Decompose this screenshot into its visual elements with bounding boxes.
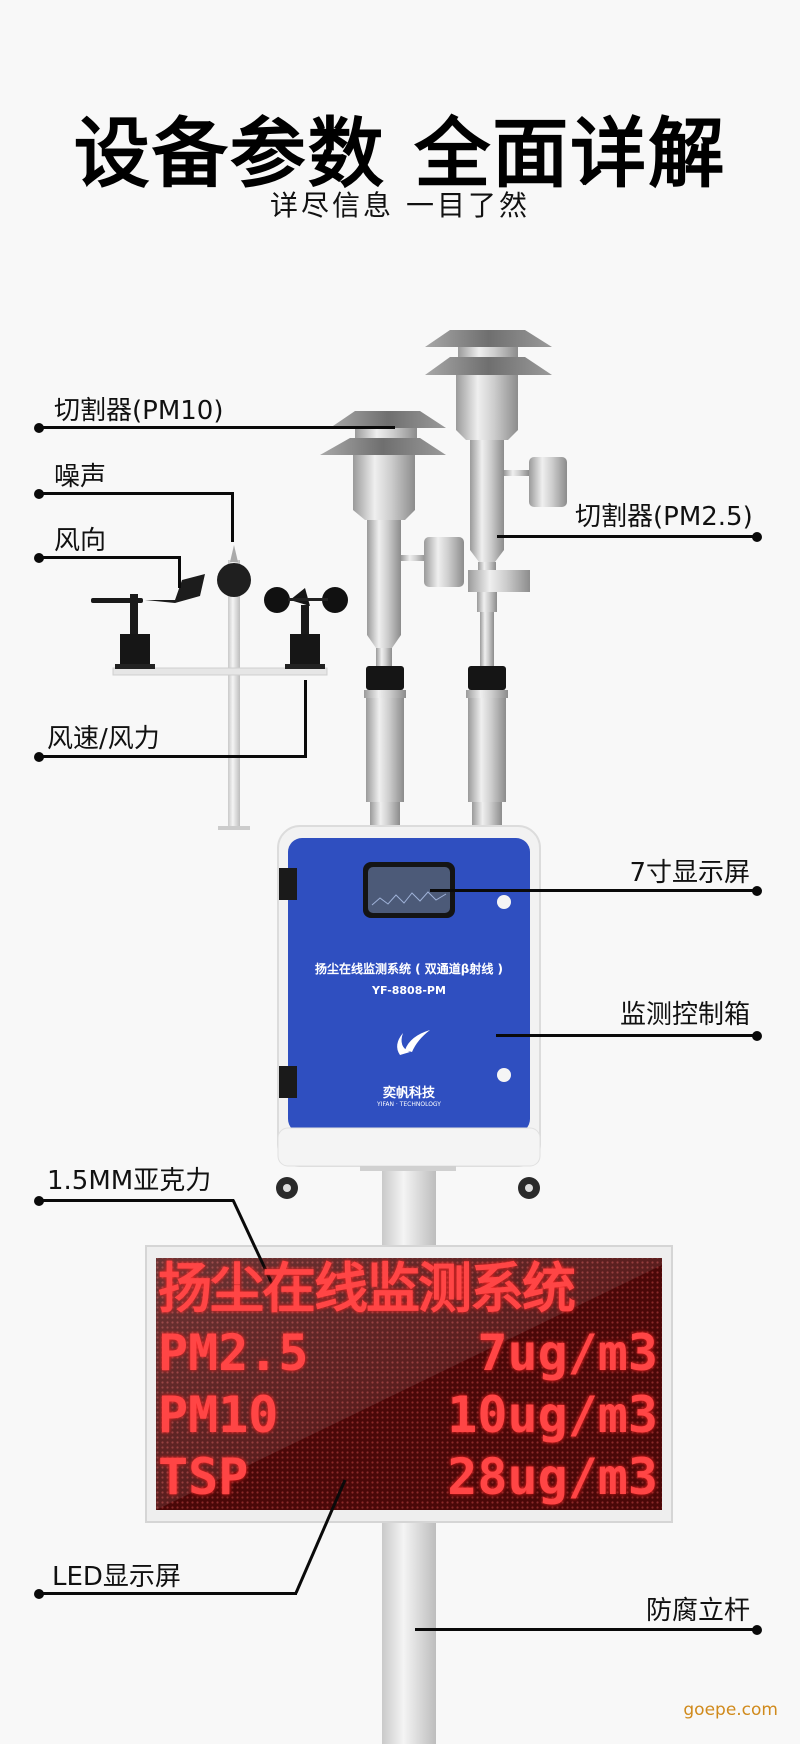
callout-acrylic: 1.5MM亚克力	[47, 1166, 212, 1196]
callout-pole: 防腐立杆	[645, 1596, 750, 1626]
led-row: PM2.5 7ug/m3	[158, 1322, 658, 1384]
led-row-value: 28ug/m3	[447, 1448, 658, 1506]
callout-led-display: LED显示屏	[52, 1562, 181, 1592]
led-display-panel	[145, 1245, 673, 1523]
callout-wind-speed: 风速/风力	[47, 724, 160, 754]
led-row-label: PM10	[158, 1386, 279, 1444]
led-row-label: PM2.5	[158, 1324, 309, 1382]
wind-vane	[91, 574, 205, 669]
led-row: TSP 28ug/m3	[158, 1446, 658, 1508]
noise-sensor	[217, 545, 251, 597]
brand-logo	[397, 1030, 430, 1055]
brand-name-en: YIFAN · TECHNOLOGY	[377, 1101, 441, 1108]
callout-7inch-screen: 7寸显示屏	[629, 858, 750, 888]
callout-wind-direction: 风向	[54, 526, 107, 556]
page-title: 设备参数 全面详解	[73, 109, 727, 198]
led-row-label: TSP	[158, 1448, 249, 1506]
weather-mast	[228, 560, 240, 830]
pm25-sampler	[425, 330, 567, 827]
watermark: goepe.com	[683, 1700, 778, 1720]
page-subtitle: 详尽信息 一目了然	[270, 189, 530, 222]
brand-name-cn: 奕帆科技	[382, 1086, 435, 1101]
led-headline: 扬尘在线监测系统	[158, 1258, 576, 1320]
callout-pm25-cutter: 切割器(PM2.5)	[575, 502, 753, 532]
led-row-value: 10ug/m3	[447, 1386, 658, 1444]
led-row: PM10 10ug/m3	[158, 1384, 658, 1446]
control-box	[276, 825, 541, 1199]
system-name-label: 扬尘在线监测系统 ( 双通道β射线 )	[314, 962, 504, 976]
callout-pm10-cutter: 切割器(PM10)	[54, 396, 224, 426]
callout-control-box: 监测控制箱	[619, 1000, 750, 1030]
model-label: YF-8808-PM	[372, 984, 446, 997]
anemometer	[264, 587, 348, 669]
callout-noise: 噪声	[54, 462, 107, 492]
led-row-value: 7ug/m3	[477, 1324, 658, 1382]
pm10-sampler	[320, 411, 464, 827]
callout-lines	[34, 423, 762, 1635]
sensor-crossbar	[112, 667, 328, 676]
